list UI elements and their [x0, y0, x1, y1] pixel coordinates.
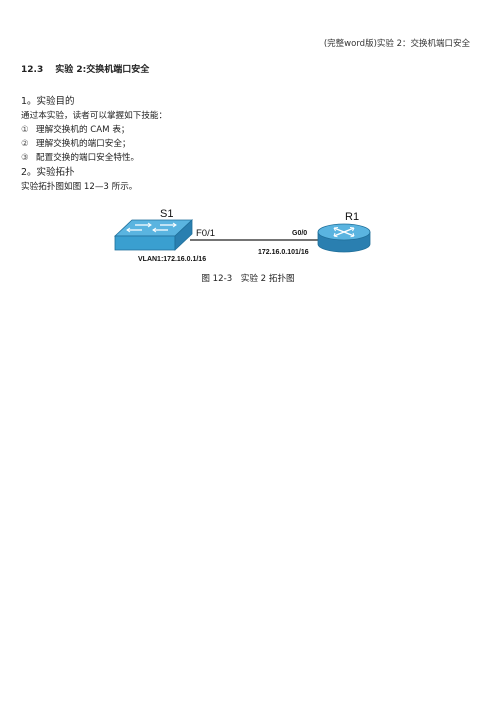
- list-marker: ③: [21, 153, 29, 163]
- page-header: (完整word版)实验 2：交换机端口安全: [323, 39, 470, 49]
- list-marker: ②: [21, 139, 29, 149]
- router-port-label: G0/0: [292, 230, 307, 237]
- purpose-intro: 通过本实验，读者可以掌握如下技能：: [21, 111, 168, 121]
- section-title-text: 实验 2:交换机端口安全: [55, 65, 150, 75]
- document-body: 12.3 实验 2:交换机端口安全 1。实验目的 通过本实验，读者可以掌握如下技能…: [21, 62, 473, 194]
- list-item: ③ 配置交换的端口安全特性。: [21, 151, 473, 165]
- switch-name: S1: [160, 208, 173, 220]
- list-item-text: 配置交换的端口安全特性。: [36, 153, 140, 163]
- topology-intro: 实验拓扑图如图 12—3 所示。: [21, 182, 138, 192]
- switch-port-label: F0/1: [196, 228, 215, 239]
- figure-caption: 图 12-3 实验 2 拓扑图: [201, 274, 295, 284]
- topology-heading: 2。实验拓扑: [21, 167, 75, 178]
- section-number: 12.3: [21, 65, 44, 75]
- topology-figure: S1 F0/1 VLAN1:172.16.0.1/16 R1 G0/0 172.…: [0, 206, 496, 286]
- switch-icon: [113, 219, 194, 251]
- router-icon: [317, 223, 371, 253]
- section-title: 12.3 实验 2:交换机端口安全: [21, 62, 473, 75]
- list-marker: ①: [21, 125, 29, 135]
- list-item: ① 理解交换机的 CAM 表；: [21, 123, 473, 137]
- router-ip-label: 172.16.0.101/16: [258, 249, 309, 256]
- list-item: ② 理解交换机的端口安全；: [21, 137, 473, 151]
- router-name: R1: [345, 211, 359, 223]
- topology-diagram: S1 F0/1 VLAN1:172.16.0.1/16 R1 G0/0 172.…: [113, 208, 371, 263]
- switch-ip-label: VLAN1:172.16.0.1/16: [138, 256, 206, 263]
- list-item-text: 理解交换机的端口安全；: [36, 139, 131, 149]
- list-item-text: 理解交换机的 CAM 表；: [36, 125, 130, 135]
- purpose-heading: 1。实验目的: [21, 96, 75, 107]
